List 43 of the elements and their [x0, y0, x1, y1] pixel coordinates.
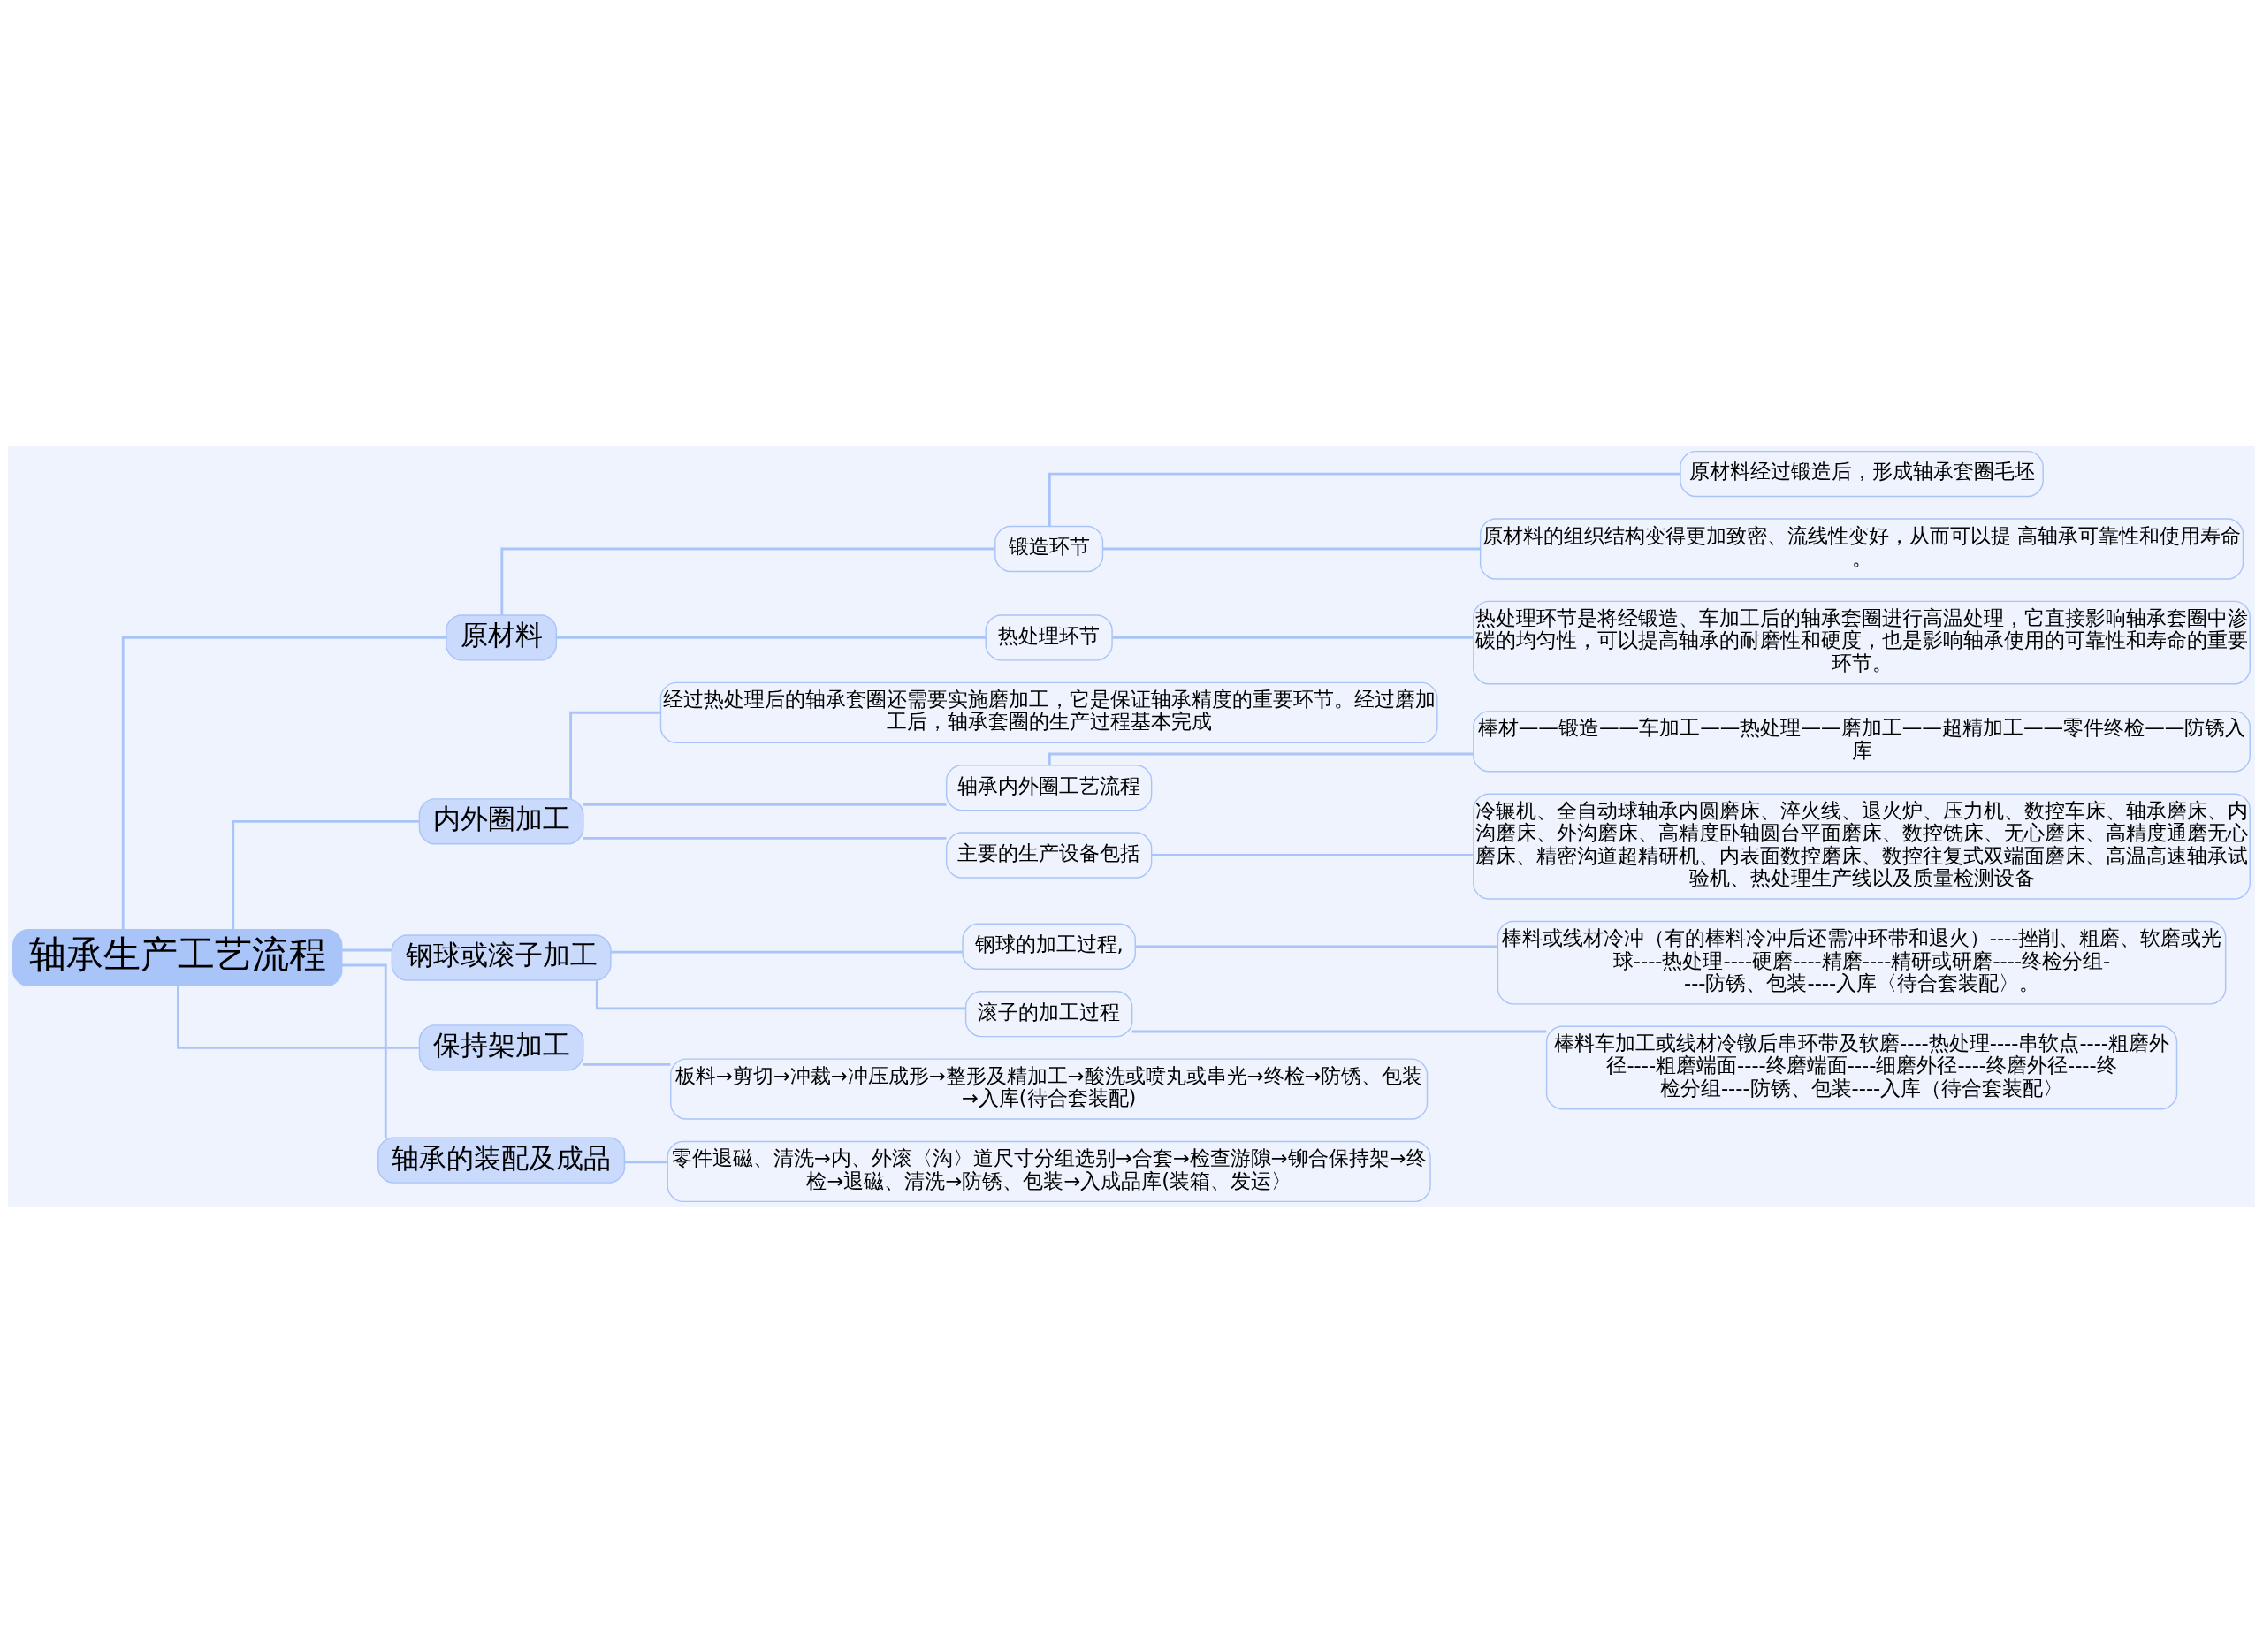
connector [342, 948, 392, 951]
node-box: 保持架加工 [418, 1024, 584, 1071]
node-box: 钢球的加工过程, [962, 923, 1136, 970]
connector [1135, 944, 1498, 948]
node-box: 主要的生产设备包括 [945, 831, 1153, 879]
connector [595, 980, 966, 1009]
connector [121, 636, 446, 929]
node-box: 经过热处理后的轴承套圈还需要实施磨加工，它是保证轴承精度的重要环节。经过磨加工后，轴承套圈的生产过程基本完成 [659, 681, 1438, 743]
node-box: 棒材——锻造——车加工——热处理——磨加工——超精加工——零件终检——防锈入库 [1473, 710, 2251, 772]
connector [500, 547, 995, 615]
connector [1152, 853, 1474, 856]
node-box: 板料→剪切→冲裁→冲压成形→整形及精加工→酸洗或喷丸或串光→终检→防锈、包装→入库(待合套装配) [670, 1057, 1429, 1120]
connector [1048, 752, 1474, 765]
connector [583, 1062, 671, 1066]
node-box: 原材料 [446, 613, 558, 661]
node-box: 冷辗机、全自动球轴承内圆磨床、淬火线、退火炉、压力机、数控车床、轴承磨床、内沟磨床、外沟磨床、高精度卧轴圆台平面磨床、数控铣床、无心磨床、高精度通磨无心磨床、精密沟道超精研机、内表面数控磨床、数控往复式双端面磨床、高温高速轴承试验机、热处理生产线以及质量检测设备 [1473, 793, 2251, 900]
node-box: 棒料车加工或线材冷镦后串环带及软磨----热处理----串软点----粗磨外径----粗磨端面----终磨端面----细磨外径----终磨外径----终检分组----防锈、包装----入库（待合套装配〉 [1545, 1025, 2178, 1109]
connector [583, 836, 947, 840]
connector [583, 803, 947, 806]
connector [341, 963, 387, 1138]
connector [611, 950, 963, 954]
node-box: 零件退磁、清洗→内、外滚〈沟〉道尺寸分组选别→合套→检查游隙→铆合保持架→终检→退磁、清洗→防锈、包装→入成品库(装箱、发运〉 [667, 1140, 1431, 1202]
connector [177, 986, 420, 1049]
node-box: 滚子的加工过程 [964, 990, 1133, 1037]
connector [1132, 1030, 1547, 1032]
node-box: 热处理环节 [985, 613, 1113, 661]
node-box: 轴承生产工艺流程 [12, 928, 343, 986]
connector [556, 636, 986, 639]
node-box: 轴承内外圈工艺流程 [945, 764, 1153, 811]
connector [569, 711, 661, 799]
node-box: 内外圈加工 [418, 797, 584, 844]
connector [1112, 636, 1474, 639]
node-box: 钢球或滚子加工 [391, 933, 612, 981]
node-box: 轴承的装配及成品 [377, 1137, 626, 1184]
connector [1102, 547, 1481, 550]
node-box: 热处理环节是将经锻造、车加工后的轴承套圈进行高温处理，它直接影响轴承套圈中渗碳的均匀性，可以提高轴承的耐磨性和硬度，也是影响轴承使用的可靠性和寿命的重要环节。 [1473, 600, 2251, 684]
node-box: 锻造环节 [994, 525, 1104, 572]
node-box: 原材料经过锻造后，形成轴承套圈毛坯 [1680, 450, 2044, 497]
node-box: 原材料的组织结构变得更加致密、流线性变好，从而可以提 高轴承可靠性和使用寿命。 [1479, 517, 2244, 580]
connector [232, 819, 420, 930]
connector [1048, 472, 1680, 527]
node-box: 棒料或线材冷冲（有的棒料冷冲后还需冲环带和退火）----挫削、粗磨、软磨或光球----热处理----硬磨----精磨----精研或研磨----终检分组----防锈、包装----入库〈待合套装配〉。 [1497, 920, 2227, 1005]
connector [624, 1160, 667, 1163]
